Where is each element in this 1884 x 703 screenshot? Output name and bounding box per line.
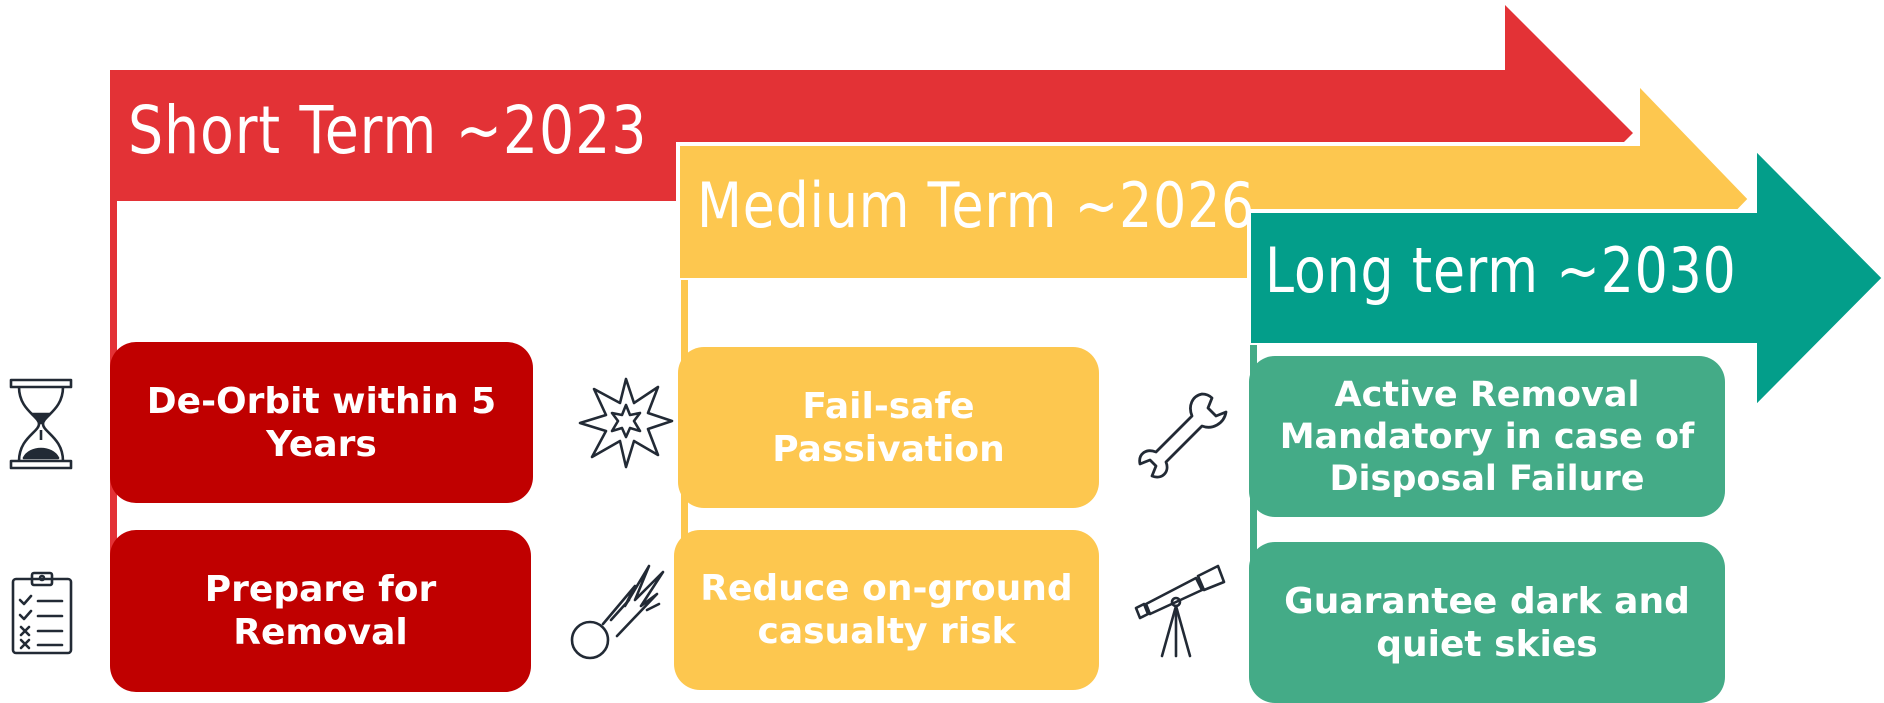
long-term-arrow — [1247, 143, 1884, 413]
card-reduce-casualty-risk: Reduce on-ground casualty risk — [674, 530, 1099, 690]
card-active-removal-text: Active Removal Mandatory in case of Disp… — [1279, 374, 1695, 499]
medium-term-title: Medium Term ~2026 — [697, 169, 1256, 242]
card-dark-quiet-skies: Guarantee dark and quiet skies — [1249, 542, 1725, 703]
checklist-clipboard-icon — [10, 570, 74, 656]
card-reduce-casualty-risk-text: Reduce on-ground casualty risk — [700, 568, 1073, 652]
meteor-icon — [567, 560, 667, 664]
card-fail-safe-passivation-text: Fail-safe Passivation — [772, 385, 1005, 470]
card-de-orbit-text: De-Orbit within 5 Years — [146, 380, 497, 465]
card-prepare-for-removal-text: Prepare for Removal — [204, 569, 437, 653]
telescope-icon — [1132, 560, 1228, 660]
card-de-orbit: De-Orbit within 5 Years — [110, 342, 533, 503]
hourglass-icon — [8, 378, 74, 470]
wrench-icon — [1136, 390, 1232, 486]
card-active-removal: Active Removal Mandatory in case of Disp… — [1249, 356, 1725, 517]
long-term-title: Long term ~2030 — [1265, 234, 1737, 307]
short-term-title: Short Term ~2023 — [128, 92, 648, 169]
card-dark-quiet-skies-text: Guarantee dark and quiet skies — [1284, 580, 1690, 665]
card-prepare-for-removal: Prepare for Removal — [110, 530, 531, 692]
long-term-guide-line — [1250, 345, 1257, 685]
card-fail-safe-passivation: Fail-safe Passivation — [678, 347, 1099, 508]
explosion-icon — [578, 375, 674, 471]
